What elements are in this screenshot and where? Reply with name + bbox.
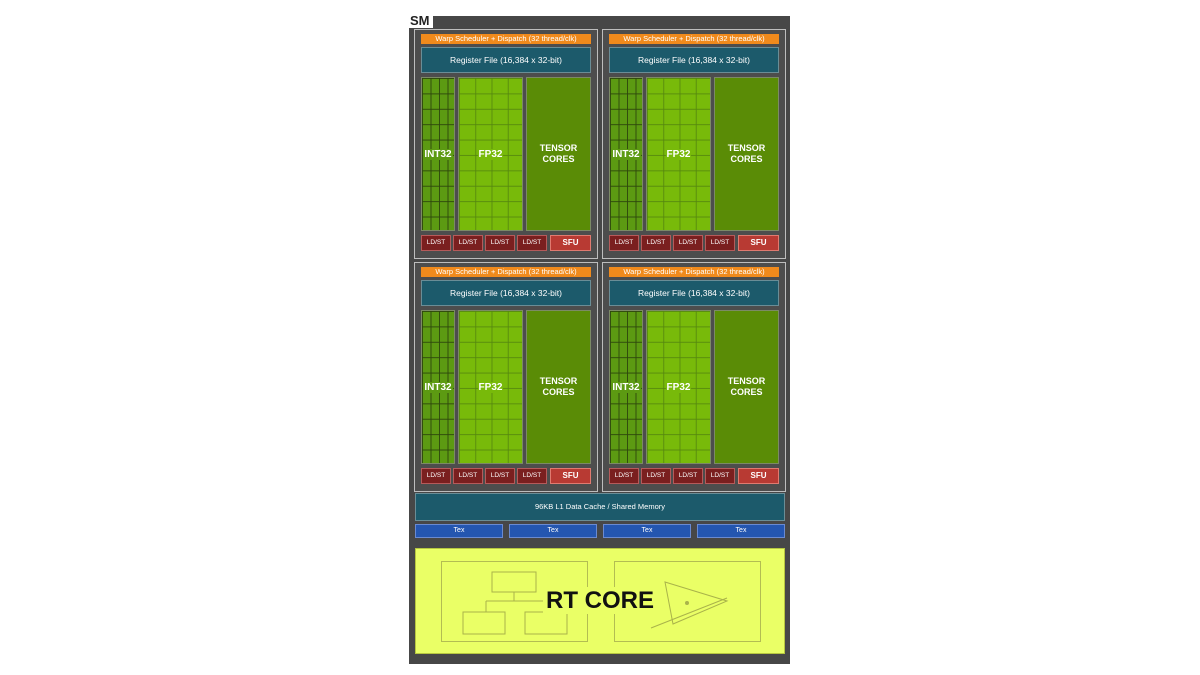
ldst-unit: LD/ST (453, 235, 483, 251)
tex-unit: Tex (509, 524, 597, 538)
ldst-unit: LD/ST (609, 468, 639, 484)
warp-scheduler: Warp Scheduler + Dispatch (32 thread/clk… (609, 267, 779, 277)
int32-label: INT32 (423, 148, 453, 160)
warp-scheduler: Warp Scheduler + Dispatch (32 thread/clk… (421, 34, 591, 44)
tensor-label-line2: CORES (730, 387, 763, 397)
processing-block: Warp Scheduler + Dispatch (32 thread/clk… (414, 29, 598, 259)
fp32-label: FP32 (665, 148, 692, 160)
ldst-unit: LD/ST (641, 235, 671, 251)
ldst-unit: LD/ST (485, 235, 515, 251)
fp32-label: FP32 (477, 381, 504, 393)
ldst-unit: LD/ST (517, 468, 547, 484)
fp32-units: FP32 (458, 77, 523, 231)
int32-units: INT32 (609, 77, 643, 231)
fp32-units: FP32 (646, 310, 711, 464)
ldst-unit: LD/ST (609, 235, 639, 251)
fp32-label: FP32 (665, 381, 692, 393)
sfu-unit: SFU (738, 468, 779, 484)
processing-block: Warp Scheduler + Dispatch (32 thread/clk… (602, 29, 786, 259)
ldst-unit: LD/ST (673, 235, 703, 251)
tex-unit: Tex (697, 524, 785, 538)
ldst-unit: LD/ST (453, 468, 483, 484)
ldst-unit: LD/ST (421, 468, 451, 484)
ldst-unit: LD/ST (421, 235, 451, 251)
tensor-label-line1: TENSOR (727, 143, 766, 153)
int32-label: INT32 (611, 148, 641, 160)
register-file: Register File (16,384 x 32-bit) (421, 47, 591, 73)
tex-unit: Tex (603, 524, 691, 538)
tensor-label-line2: CORES (542, 387, 575, 397)
tensor-label-line2: CORES (542, 154, 575, 164)
int32-units: INT32 (609, 310, 643, 464)
sfu-unit: SFU (738, 235, 779, 251)
ldst-unit: LD/ST (705, 468, 735, 484)
fp32-label: FP32 (477, 148, 504, 160)
register-file: Register File (16,384 x 32-bit) (609, 280, 779, 306)
warp-scheduler: Warp Scheduler + Dispatch (32 thread/clk… (421, 267, 591, 277)
tex-unit: Tex (415, 524, 503, 538)
tensor-label-line1: TENSOR (539, 376, 578, 386)
bvh-tree-icon (441, 561, 588, 642)
register-file: Register File (16,384 x 32-bit) (609, 47, 779, 73)
streaming-multiprocessor: SM Warp Scheduler + Dispatch (32 thread/… (409, 14, 790, 664)
processing-block: Warp Scheduler + Dispatch (32 thread/clk… (414, 262, 598, 492)
ray-triangle-icon (614, 561, 761, 642)
int32-units: INT32 (421, 310, 455, 464)
sfu-unit: SFU (550, 235, 591, 251)
ldst-unit: LD/ST (641, 468, 671, 484)
warp-scheduler: Warp Scheduler + Dispatch (32 thread/clk… (609, 34, 779, 44)
fp32-units: FP32 (646, 77, 711, 231)
ldst-unit: LD/ST (485, 468, 515, 484)
tensor-label-line1: TENSOR (539, 143, 578, 153)
fp32-units: FP32 (458, 310, 523, 464)
sm-label: SM (409, 14, 433, 28)
sfu-unit: SFU (550, 468, 591, 484)
ldst-unit: LD/ST (705, 235, 735, 251)
int32-label: INT32 (423, 381, 453, 393)
ldst-unit: LD/ST (673, 468, 703, 484)
ldst-unit: LD/ST (517, 235, 547, 251)
register-file: Register File (16,384 x 32-bit) (421, 280, 591, 306)
tensor-label-line2: CORES (730, 154, 763, 164)
int32-label: INT32 (611, 381, 641, 393)
rt-core: RT CORE (415, 548, 785, 654)
processing-block: Warp Scheduler + Dispatch (32 thread/clk… (602, 262, 786, 492)
int32-units: INT32 (421, 77, 455, 231)
tensor-label-line1: TENSOR (727, 376, 766, 386)
l1-cache-shared-memory: 96KB L1 Data Cache / Shared Memory (415, 493, 785, 521)
